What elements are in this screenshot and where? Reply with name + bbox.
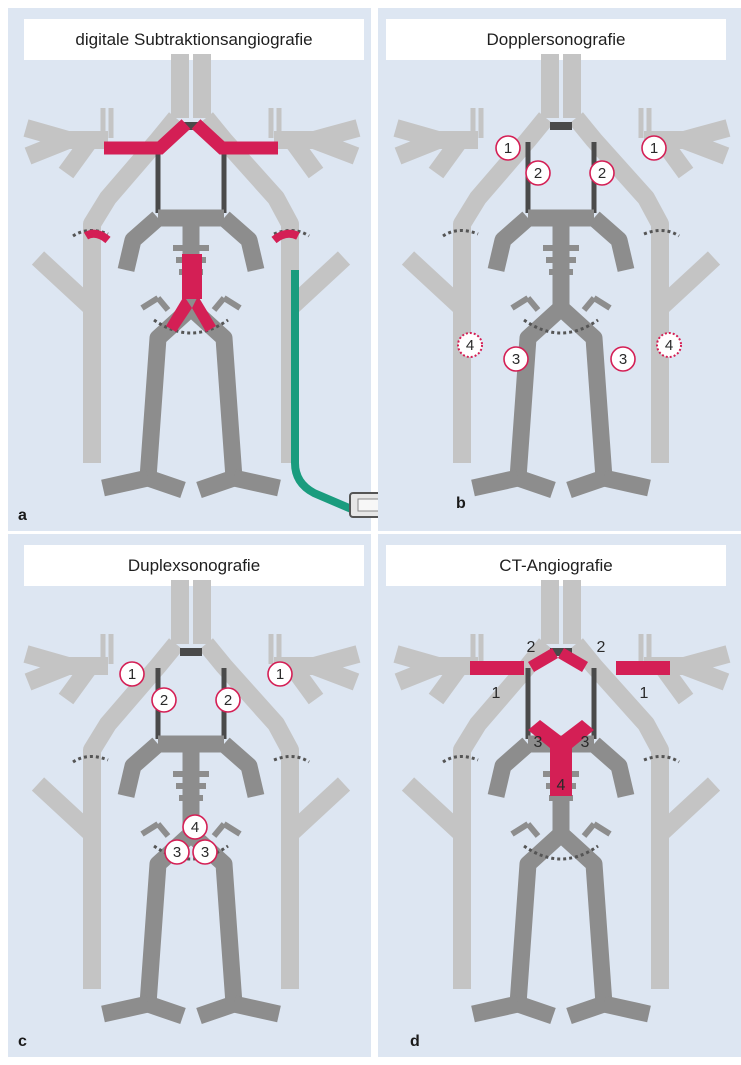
marker-label: 4 (557, 777, 566, 794)
panel-c: Duplexsonografie 1 1 2 2 4 3 3 c (8, 534, 371, 1057)
marker-label: 1 (128, 666, 136, 683)
panel-a: digitale Subtraktionsangiografie a (8, 8, 371, 531)
marker-label: 2 (224, 692, 232, 709)
marker-label: 4 (191, 819, 199, 836)
vessel-diagram: 1 1 2 2 3 3 4 4 (378, 8, 741, 531)
marker-label: 3 (534, 734, 543, 751)
vessel-diagram: 1 1 2 2 4 3 3 (8, 534, 371, 1057)
marker-label: 3 (201, 844, 209, 861)
panel-letter: d (410, 1033, 420, 1051)
panel-letter: a (18, 507, 27, 525)
marker-label: 1 (650, 140, 658, 157)
panel-b: Dopplersonografie 1 1 2 2 3 3 4 (378, 8, 741, 531)
marker-label: 2 (597, 639, 606, 656)
marker-label: 1 (276, 666, 284, 683)
marker-label: 3 (173, 844, 181, 861)
marker-label: 3 (581, 734, 590, 751)
marker-label: 4 (665, 337, 673, 354)
vessel-diagram: 2 2 1 1 3 3 4 (378, 534, 741, 1057)
marker-label: 1 (492, 685, 501, 702)
marker-label: 3 (619, 351, 627, 368)
panel-letter: c (18, 1033, 27, 1051)
marker-label: 2 (598, 165, 606, 182)
marker-label: 3 (512, 351, 520, 368)
marker-label: 1 (504, 140, 512, 157)
vessel-diagram (8, 8, 371, 531)
marker-label: 2 (527, 639, 536, 656)
marker-label: 2 (534, 165, 542, 182)
panel-d: CT-Angiografie 2 2 1 1 3 3 4 d (378, 534, 741, 1057)
marker-label: 4 (466, 337, 474, 354)
panel-letter: b (456, 495, 466, 513)
marker-label: 1 (640, 685, 649, 702)
marker-label: 2 (160, 692, 168, 709)
